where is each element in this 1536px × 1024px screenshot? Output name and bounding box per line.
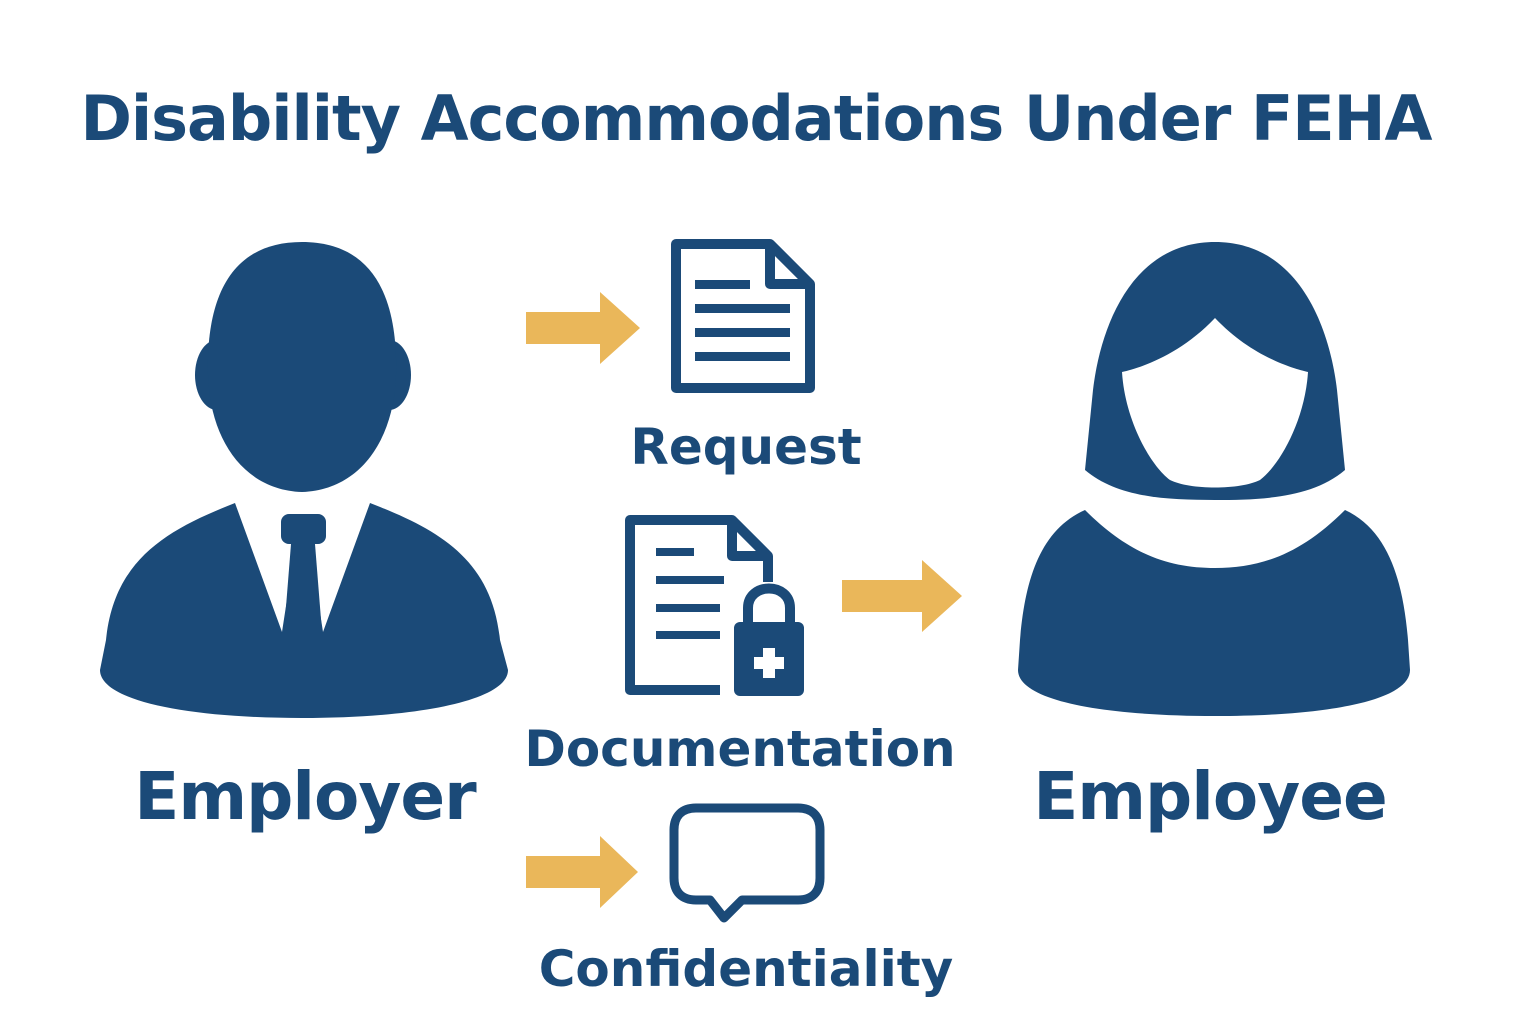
speech-bubble-icon: [669, 803, 825, 923]
female-person-icon: [1018, 242, 1410, 716]
arrow-to-confidentiality-icon: [526, 836, 638, 908]
step-label-request: Request: [630, 418, 862, 476]
employer-label: Employer: [134, 758, 476, 835]
arrow-to-request-icon: [526, 292, 640, 364]
step-label-confidentiality: Confidentiality: [538, 940, 954, 998]
arrow-to-employee-icon: [842, 560, 962, 632]
employee-label: Employee: [1033, 758, 1388, 835]
step-label-documentation: Documentation: [524, 720, 956, 778]
locked-medical-document-icon: [625, 515, 804, 696]
male-person-icon: [100, 242, 508, 718]
document-icon: [671, 239, 815, 393]
diagram-title: Disability Accommodations Under FEHA: [80, 82, 1432, 155]
